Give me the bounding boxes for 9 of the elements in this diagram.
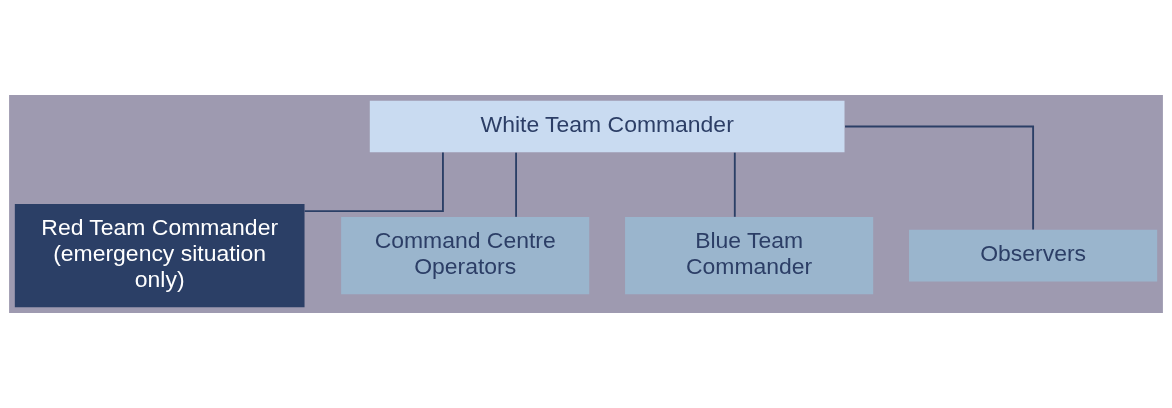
node-box: Blue Team Commander bbox=[625, 216, 874, 295]
node-box: White Team Commander bbox=[369, 100, 845, 153]
connector bbox=[515, 151, 517, 218]
node-box: Observers bbox=[909, 229, 1158, 282]
node-box: Red Team Commander (emergency situation only) bbox=[14, 204, 305, 308]
connector bbox=[733, 151, 736, 218]
node-box: Command Centre Operators bbox=[341, 216, 590, 295]
connector bbox=[844, 125, 1035, 231]
connector bbox=[303, 151, 444, 213]
